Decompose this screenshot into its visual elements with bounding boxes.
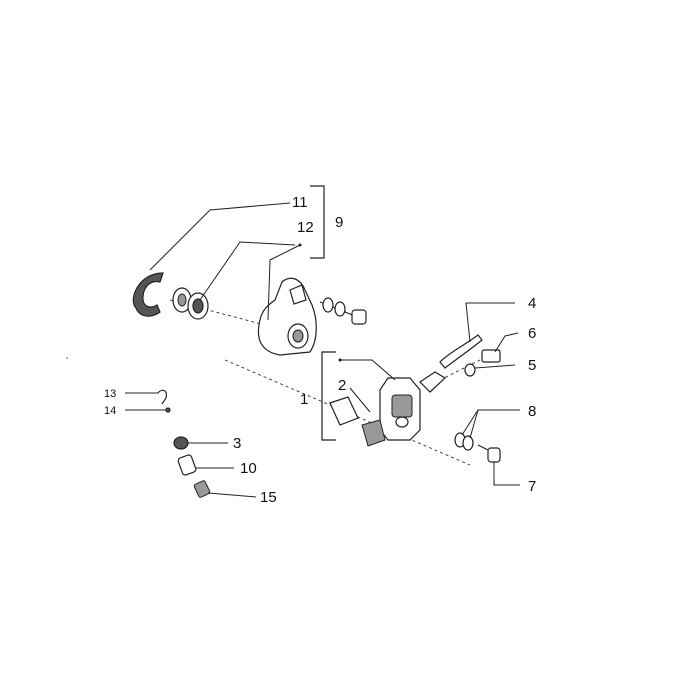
callout-14: 14: [104, 405, 116, 417]
axis-upper: [169, 299, 266, 326]
callout-9: 9: [335, 214, 343, 231]
leader-15: [207, 492, 257, 498]
callout-7: 7: [528, 478, 536, 495]
leader-dot-1: [338, 358, 342, 362]
leader-7: [493, 462, 520, 486]
leader-4: [465, 302, 515, 343]
screw-washer-part: [454, 432, 501, 463]
bleed-cap-part: [157, 389, 171, 413]
leader-11: [149, 202, 291, 271]
callout-8: 8: [528, 403, 536, 420]
stray-dot: [66, 357, 68, 359]
banjo-bolt-part: [464, 349, 501, 377]
leader-12b: [267, 244, 301, 321]
callout-12: 12: [297, 219, 314, 236]
bracket-1: [321, 351, 336, 441]
caliper-assembly-part: [379, 371, 446, 441]
bolt-upper-part: [319, 297, 367, 325]
callout-2: 2: [338, 377, 346, 394]
leader-2: [349, 387, 371, 413]
leader-8b: [469, 409, 479, 439]
callout-11: 11: [292, 194, 308, 211]
nipple-set-part: [173, 436, 211, 498]
leader-1: [340, 359, 396, 381]
callout-3: 3: [233, 435, 241, 452]
callout-15: 15: [260, 489, 277, 506]
brake-pad-part: [329, 396, 386, 447]
callout-5: 5: [528, 357, 536, 374]
snap-ring-part: [132, 272, 164, 317]
callout-10: 10: [240, 460, 257, 477]
piston-seal-part: [172, 287, 209, 320]
callout-13: 13: [104, 388, 116, 400]
bracket-9: [310, 185, 325, 259]
callout-1: 1: [300, 391, 308, 408]
leader-12: [199, 241, 296, 301]
leader-dot-12: [298, 243, 302, 247]
hose-clip-part: [439, 334, 483, 369]
leader-8: [461, 409, 520, 436]
caliper-housing-part: [257, 277, 317, 356]
callout-4: 4: [528, 295, 536, 312]
leader-6: [494, 332, 519, 353]
callout-6: 6: [528, 325, 536, 342]
leader-5: [474, 364, 516, 369]
